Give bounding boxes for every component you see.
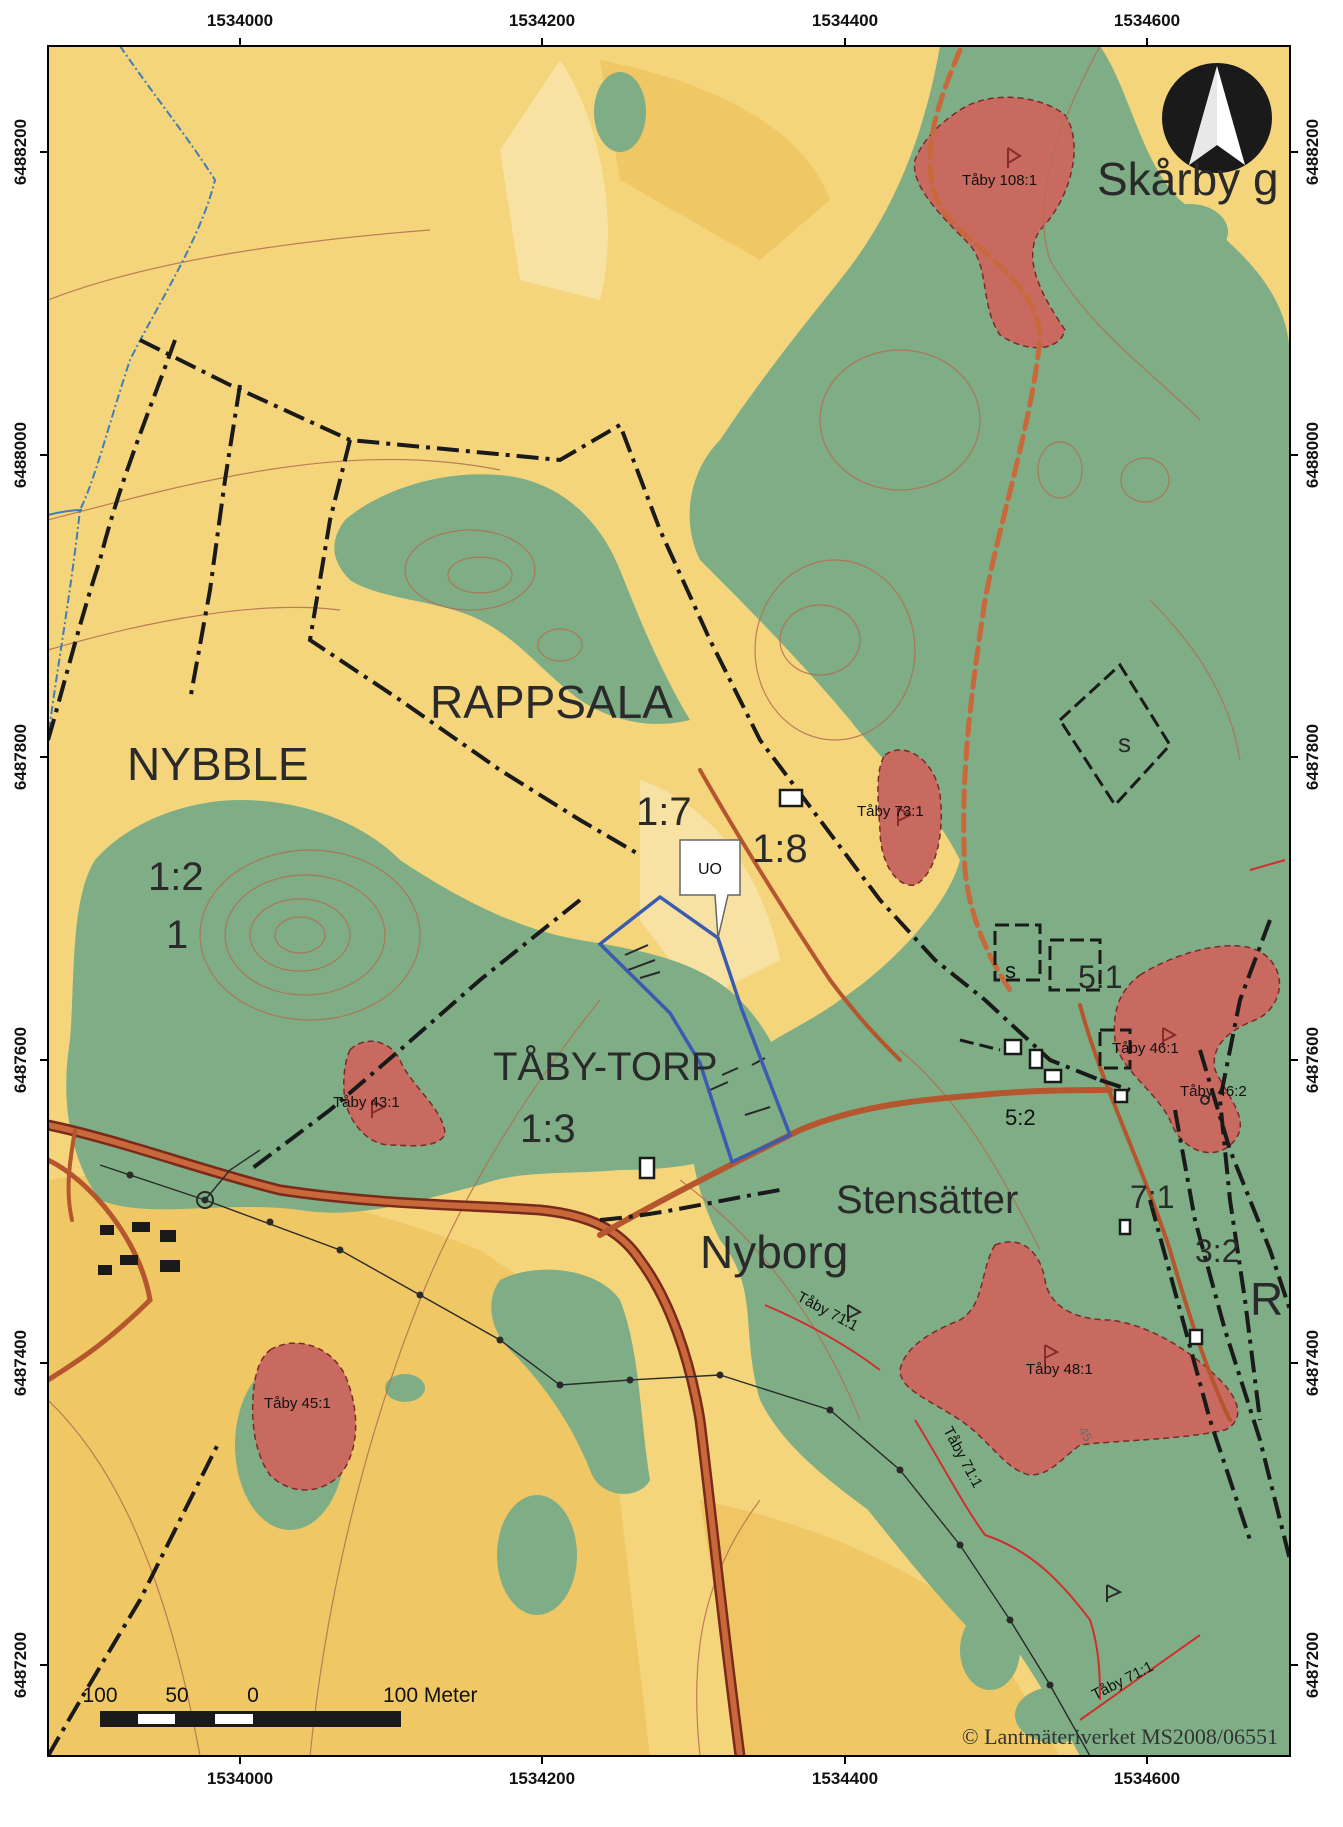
ancient-roads (764, 859, 1286, 1721)
x-tick-bottom-4: 1534600 (1114, 1769, 1180, 1788)
parcel-5-1: 5:1 (1078, 959, 1122, 995)
y-tick-right-5: 6487400 (1303, 1330, 1322, 1396)
site-label-taby45: Tåby 45:1 (264, 1395, 331, 1412)
site-label-taby108: Tåby 108:1 (962, 172, 1037, 189)
place-rappsala: RAPPSALA (430, 676, 673, 728)
place-nyborg: Nyborg (700, 1226, 848, 1278)
site-area-taby46 (1113, 944, 1281, 1154)
black-buildings (98, 1222, 180, 1275)
place-taby-torp: TÅBY-TORP (493, 1044, 718, 1089)
parcel-1-7: 1:7 (636, 790, 692, 834)
x-tick-top-3: 1534400 (812, 11, 878, 30)
small-buildings (638, 788, 1204, 1346)
contour-lines (48, 46, 1241, 1756)
place-stensatter: Stensätter (836, 1178, 1018, 1222)
y-tick-left-6: 6487200 (11, 1632, 30, 1698)
x-tick-top-2: 1534200 (509, 11, 575, 30)
parcel-1-2: 1:2 (148, 855, 204, 899)
ancient-site-areas (251, 96, 1281, 1491)
scale-label-100-meter: 100 Meter (383, 1684, 478, 1707)
y-tick-left-2: 6488000 (11, 422, 30, 488)
y-tick-right-3: 6487800 (1303, 724, 1322, 790)
y-tick-right-4: 6487600 (1303, 1027, 1322, 1093)
parcel-5-2: 5:2 (1005, 1105, 1036, 1130)
x-tick-bottom-1: 1534000 (207, 1769, 273, 1788)
y-tick-left-1: 6488200 (11, 119, 30, 185)
y-tick-right-2: 6488000 (1303, 422, 1322, 488)
copyright-text: © Lantmäteriverket MS2008/06551 (962, 1724, 1278, 1749)
scale-label-0: 0 (247, 1684, 259, 1707)
y-tick-left-3: 6487800 (11, 724, 30, 790)
site-label-taby73: Tåby 73:1 (857, 803, 924, 820)
x-tick-top-4: 1534600 (1114, 11, 1180, 30)
north-arrow (1162, 63, 1272, 173)
place-r-partial: R (1250, 1273, 1283, 1325)
y-tick-right-1: 6488200 (1303, 119, 1322, 185)
map-frame (47, 45, 1291, 1757)
place-nybble: NYBBLE (127, 738, 309, 790)
y-tick-right-6: 6487200 (1303, 1632, 1322, 1698)
scale-bar (100, 1711, 401, 1727)
scale-label-50: 50 (165, 1684, 188, 1707)
parcel-1-3: 1:3 (520, 1107, 576, 1151)
stream-line (48, 46, 217, 741)
y-tick-left-5: 6487400 (11, 1330, 30, 1396)
site-area-taby43 (343, 1040, 446, 1147)
uo-callout (679, 839, 741, 939)
site-area-taby108 (913, 96, 1075, 349)
site-area-taby45 (251, 1342, 357, 1491)
x-tick-bottom-2: 1534200 (509, 1769, 575, 1788)
site-area-taby48 (899, 1241, 1239, 1476)
trail-marks (624, 944, 771, 1116)
power-poles (126, 1095, 1210, 1689)
building-outlines (959, 662, 1172, 1070)
parcel-1-8: 1:8 (752, 827, 808, 871)
tick-marks (40, 38, 1298, 1764)
site-label-taby46-2: Tåby 46:2 (1180, 1083, 1247, 1100)
study-area-outline (597, 894, 793, 1165)
parcel-7-1: 7:1 (1130, 1179, 1174, 1215)
parcel-s-1: s (1118, 728, 1131, 758)
place-skarby: Skårby g (1097, 153, 1279, 205)
scale-label-100: 100 (82, 1684, 117, 1707)
y-tick-left-4: 6487600 (11, 1027, 30, 1093)
site-label-taby46-1: Tåby 46:1 (1112, 1040, 1179, 1057)
parcel-3-2: 3:2 (1195, 1233, 1239, 1269)
ancient-symbols (371, 147, 1178, 1602)
x-tick-bottom-3: 1534400 (812, 1769, 878, 1788)
x-tick-top-1: 1534000 (207, 11, 273, 30)
site-label-taby43: Tåby 43:1 (333, 1094, 400, 1111)
parcel-1: 1 (166, 913, 188, 957)
uo-label: UO (698, 861, 722, 878)
parcel-s-2: s (1005, 958, 1016, 983)
roads (48, 47, 1232, 1756)
site-label-taby48: Tåby 48:1 (1026, 1361, 1093, 1378)
property-boundaries (48, 338, 1290, 1756)
site-area-taby73 (877, 749, 943, 886)
contour-label: 45 (1075, 1424, 1095, 1444)
